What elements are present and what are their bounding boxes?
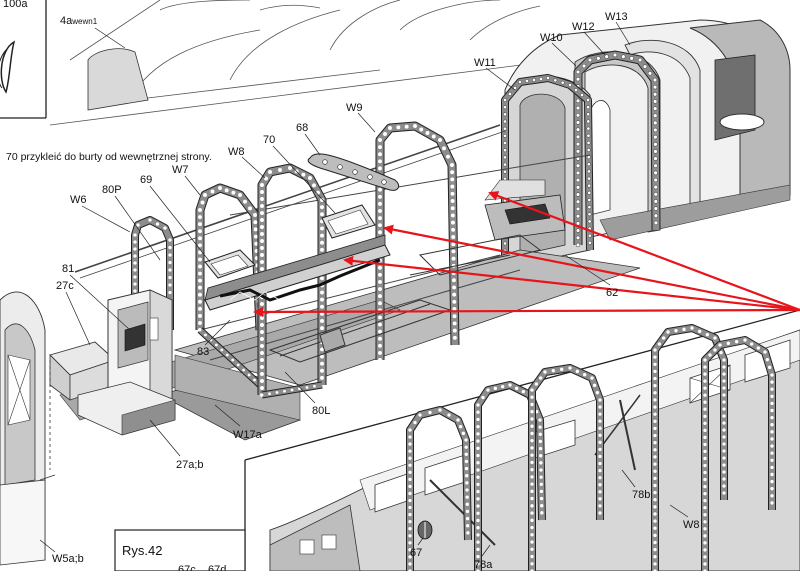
- label-69: 69: [140, 174, 152, 186]
- panel-4a-shape: [87, 48, 149, 111]
- lower-frame-5: [701, 336, 776, 573]
- label-W17a: W17a: [233, 429, 263, 441]
- label-W10: W10: [540, 32, 563, 44]
- label-83: 83: [197, 346, 209, 358]
- part-68-plate: [307, 153, 400, 191]
- detail-box-100a: [0, 0, 47, 119]
- label-27c: 27c: [56, 280, 74, 292]
- label-81: 81: [62, 263, 74, 275]
- label-78a: 78a: [474, 559, 493, 571]
- lower-frames: [406, 324, 776, 573]
- floor-tubing: [268, 234, 542, 363]
- cabin-frames: [131, 121, 460, 399]
- label-80L: 80L: [312, 405, 330, 417]
- label-W11: W11: [474, 57, 496, 69]
- label-67c: 67c: [178, 564, 196, 571]
- label-W12: W12: [572, 21, 595, 33]
- label-62: 62: [606, 287, 618, 299]
- arrow-to-bench-front: [253, 306, 800, 317]
- label-67d: 67d: [208, 564, 226, 571]
- label-80P: 80P: [102, 184, 122, 196]
- lower-frame-2: [474, 381, 546, 573]
- frame-W7-base: [197, 327, 263, 388]
- label-W7: W7: [172, 164, 189, 176]
- label-78b: 78b: [632, 489, 650, 501]
- nose-section: [0, 291, 56, 566]
- caption-box: [114, 529, 246, 572]
- frame-W10: [573, 50, 661, 248]
- label-67: 67: [410, 547, 422, 559]
- lower-frame-3: [528, 364, 604, 573]
- label-W13: W13: [605, 11, 628, 23]
- red-arrows: [253, 191, 800, 317]
- label-W8-lower: W8: [683, 519, 700, 531]
- label-4a: 4awewn1: [60, 15, 98, 27]
- arrow-to-rear-seat: [488, 191, 800, 312]
- trays: [204, 204, 376, 279]
- frame-rivets-rear: [501, 50, 661, 267]
- front-console: [49, 289, 176, 436]
- label-70: 70: [263, 134, 275, 146]
- label-W5ab: W5a;b: [52, 553, 84, 565]
- lower-frame-1: [406, 406, 472, 573]
- arrow-to-bench: [343, 255, 800, 312]
- arrow-to-tray-70: [383, 224, 800, 312]
- label-100a: 100a: [3, 0, 28, 10]
- frame-W7: [195, 183, 265, 332]
- frame-W8: [257, 163, 327, 397]
- assembly-note: 70 przykleić do burty od wewnętrznej str…: [6, 151, 212, 163]
- label-W6: W6: [70, 194, 87, 206]
- frame-W6: [131, 216, 174, 342]
- label-W8: W8: [228, 146, 245, 158]
- label-27ab: 27a;b: [176, 459, 204, 471]
- lower-frame-4: [651, 324, 728, 573]
- label-68: 68: [296, 122, 308, 134]
- label-W9: W9: [346, 102, 363, 114]
- frame-W8-base: [260, 381, 323, 399]
- figure-caption: Rys.42: [122, 543, 162, 558]
